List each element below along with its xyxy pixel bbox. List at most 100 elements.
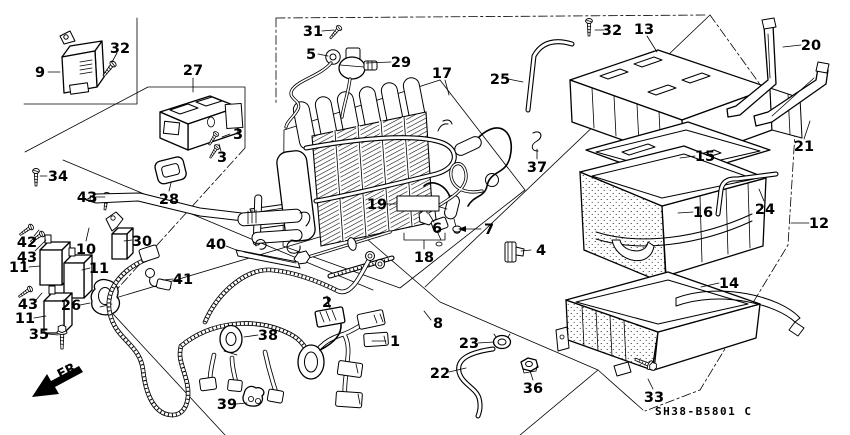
callout-16: 16 xyxy=(693,205,713,221)
callout-43: 43 xyxy=(18,297,38,313)
callout-32: 32 xyxy=(602,23,622,39)
callout-13: 13 xyxy=(634,22,654,38)
clip-41 xyxy=(145,268,172,291)
callout-4: 4 xyxy=(536,243,546,259)
callout-6: 6 xyxy=(432,221,442,237)
screw-31 xyxy=(327,23,344,41)
callout-3: 3 xyxy=(233,127,243,143)
clip-37 xyxy=(531,131,542,152)
callout-7: 7 xyxy=(484,222,494,238)
callout-24: 24 xyxy=(755,202,775,218)
callout-43: 43 xyxy=(17,250,37,266)
relay-11-pair xyxy=(39,234,93,299)
fr-direction: FR. xyxy=(32,358,83,397)
callout-39: 39 xyxy=(217,397,237,413)
callout-31: 31 xyxy=(303,24,323,40)
clip-39 xyxy=(242,385,265,407)
fr-arrow-icon xyxy=(32,366,83,397)
bracket-21 xyxy=(753,61,830,127)
callout-36: 36 xyxy=(523,381,543,397)
callout-box-19 xyxy=(396,195,440,212)
callout-14: 14 xyxy=(719,276,739,292)
callout-27: 27 xyxy=(183,63,203,79)
connector-1c xyxy=(336,360,364,378)
dashdot-top xyxy=(275,14,708,19)
callout-35: 35 xyxy=(29,327,49,343)
connector-1b xyxy=(363,331,389,348)
leader-lines xyxy=(28,29,811,405)
strip-40 xyxy=(235,238,301,269)
callout-12: 12 xyxy=(809,216,829,232)
relay-9 xyxy=(59,30,105,95)
callout-1: 1 xyxy=(390,334,400,350)
callout-37: 37 xyxy=(527,160,547,176)
nut-36 xyxy=(520,357,539,374)
callout-11: 11 xyxy=(15,311,35,327)
hose-24 xyxy=(715,171,779,217)
hose-25 xyxy=(525,39,575,113)
callout-26: 26 xyxy=(61,298,81,314)
harness-connector xyxy=(266,388,285,404)
bracket-20 xyxy=(726,17,777,118)
callout-11: 11 xyxy=(89,261,109,277)
callout-23: 23 xyxy=(459,336,479,352)
callout-21: 21 xyxy=(794,139,814,155)
callout-25: 25 xyxy=(490,72,510,88)
clip-4 xyxy=(504,241,525,263)
callout-11: 11 xyxy=(9,260,29,276)
screw-32-right xyxy=(585,18,593,37)
callout-2: 2 xyxy=(322,295,332,311)
clip-under-core xyxy=(286,239,301,254)
callout-30: 30 xyxy=(132,234,152,250)
callout-17: 17 xyxy=(432,66,452,82)
callout-34: 34 xyxy=(48,169,68,185)
diagram-code: SH38-B5801 C xyxy=(655,405,752,418)
diag-corridor xyxy=(62,159,374,291)
callout-10: 10 xyxy=(76,242,96,258)
callout-18: 18 xyxy=(414,250,434,266)
connector-1d xyxy=(335,390,363,409)
relay-11c xyxy=(43,285,73,334)
callout-8: 8 xyxy=(433,316,443,332)
pad-28 xyxy=(154,156,187,185)
box-top-left xyxy=(23,17,138,105)
drain-hose-22 xyxy=(456,346,496,419)
box-harness-region xyxy=(101,226,644,435)
lower-case-14 xyxy=(555,271,805,377)
callout-40: 40 xyxy=(206,237,226,253)
grommet-23 xyxy=(492,333,512,350)
switch-27 xyxy=(159,95,244,151)
harness-connector xyxy=(199,376,217,392)
dashdot-housing xyxy=(644,14,796,412)
middle-case-16 xyxy=(579,145,767,285)
callout-5: 5 xyxy=(306,47,316,63)
callout-32: 32 xyxy=(110,41,130,57)
sensor-30 xyxy=(105,211,134,260)
evaporator-core xyxy=(237,77,457,254)
case-rim-strip xyxy=(675,290,801,323)
callout-28: 28 xyxy=(159,192,179,208)
drain-stub xyxy=(613,361,632,377)
grommet-38 xyxy=(219,324,243,356)
callout-41: 41 xyxy=(173,272,193,288)
ring-5 xyxy=(329,53,337,61)
harness-connector xyxy=(227,378,243,393)
callout-43: 43 xyxy=(77,190,97,206)
dashdot-switch xyxy=(109,147,246,298)
box-switch-region xyxy=(24,86,246,153)
wire-harness xyxy=(106,244,389,418)
callout-19: 19 xyxy=(367,197,387,213)
callout-33: 33 xyxy=(644,390,664,406)
bolt-35 xyxy=(56,324,68,350)
screw-34 xyxy=(32,168,40,187)
callout-22: 22 xyxy=(430,366,450,382)
evap-tank xyxy=(276,150,316,242)
callout-3: 3 xyxy=(217,150,227,166)
expansion-valve-29 xyxy=(284,47,378,129)
callout-9: 9 xyxy=(35,65,45,81)
connector-2 xyxy=(314,306,346,351)
callout-15: 15 xyxy=(695,149,715,165)
callout-29: 29 xyxy=(391,55,411,71)
